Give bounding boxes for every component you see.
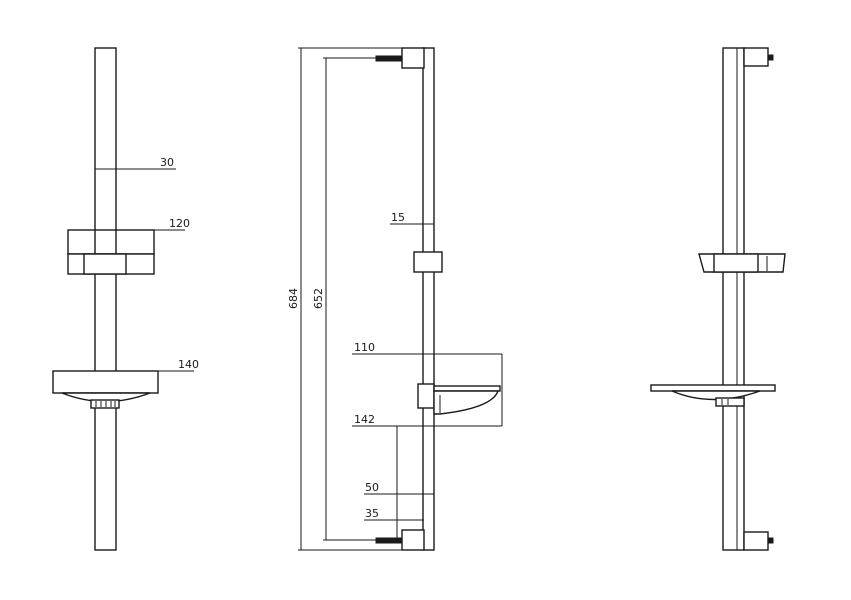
dim-label-50: 50: [365, 481, 379, 494]
dim-label-652: 652: [312, 288, 325, 309]
front-view: 30 120 140: [52, 47, 199, 551]
rear-dish-bracket: [715, 397, 745, 407]
rear-view: [650, 47, 786, 551]
side-holder: [413, 251, 443, 273]
bottom-bracket: [401, 529, 425, 551]
rear-top-screw: [767, 54, 774, 61]
side-rail: [422, 47, 435, 551]
dish-bracket: [90, 399, 120, 409]
dim-label-140: 140: [178, 358, 199, 371]
rear-dish-rim: [650, 384, 776, 392]
dim-label-120: 120: [169, 217, 190, 230]
top-screw: [375, 55, 403, 62]
dim-label-35: 35: [365, 507, 379, 520]
front-rail: [94, 47, 117, 551]
side-dish-rim: [433, 385, 501, 392]
holder-clamp: [83, 253, 127, 275]
bottom-screw: [375, 537, 403, 544]
side-dish-mount: [417, 383, 435, 409]
dim-label-684: 684: [287, 288, 300, 309]
dish-rim: [52, 370, 159, 394]
dim-label-110: 110: [354, 341, 375, 354]
dim-label-15: 15: [391, 211, 405, 224]
dim-label-142: 142: [354, 413, 375, 426]
dim-label-30: 30: [160, 156, 174, 169]
rear-bottom-bracket: [743, 531, 769, 551]
side-view: 684 652 15 110 142 50 35: [287, 47, 503, 551]
rear-bottom-screw: [767, 537, 774, 544]
rear-holder-clamp: [713, 253, 759, 273]
rear-rail: [722, 47, 745, 551]
side-dish-bowl: [433, 390, 499, 415]
top-bracket: [401, 47, 425, 69]
rear-top-bracket: [743, 47, 769, 67]
